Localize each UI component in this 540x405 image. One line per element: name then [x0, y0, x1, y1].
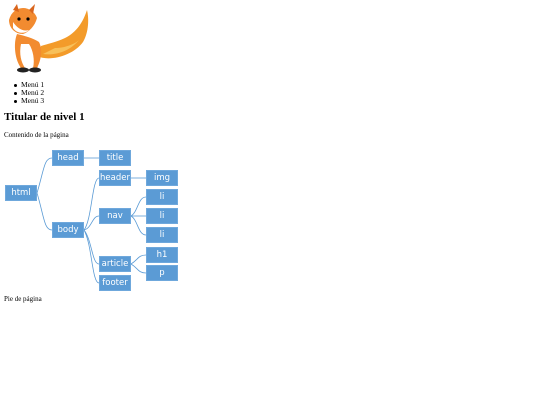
page-title: Titular de nivel 1 [4, 111, 85, 123]
node-li: li [146, 227, 178, 243]
node-html: html [5, 185, 37, 201]
page-content: Contenido de la página [4, 131, 69, 139]
menu-item[interactable]: Menú 3 [13, 96, 45, 105]
node-head: head [52, 150, 84, 166]
tree-edges [36, 157, 147, 284]
page-footer: Pie de página [4, 295, 42, 303]
node-li: li [146, 208, 178, 224]
menu-item[interactable]: Menú 1 [13, 80, 45, 89]
menu-item[interactable]: Menú 2 [13, 88, 45, 97]
node-body: body [52, 222, 84, 238]
node-nav: nav [99, 208, 131, 224]
node-footer: footer [99, 275, 131, 291]
menu-list: Menú 1 Menú 2 Menú 3 [13, 80, 45, 105]
node-header: header [99, 170, 131, 186]
node-title: title [99, 150, 131, 166]
fox-logo-icon [3, 4, 91, 74]
node-li: li [146, 189, 178, 205]
node-p: p [146, 265, 178, 281]
node-img: img [146, 170, 178, 186]
node-h1: h1 [146, 247, 178, 263]
node-article: article [99, 256, 131, 272]
